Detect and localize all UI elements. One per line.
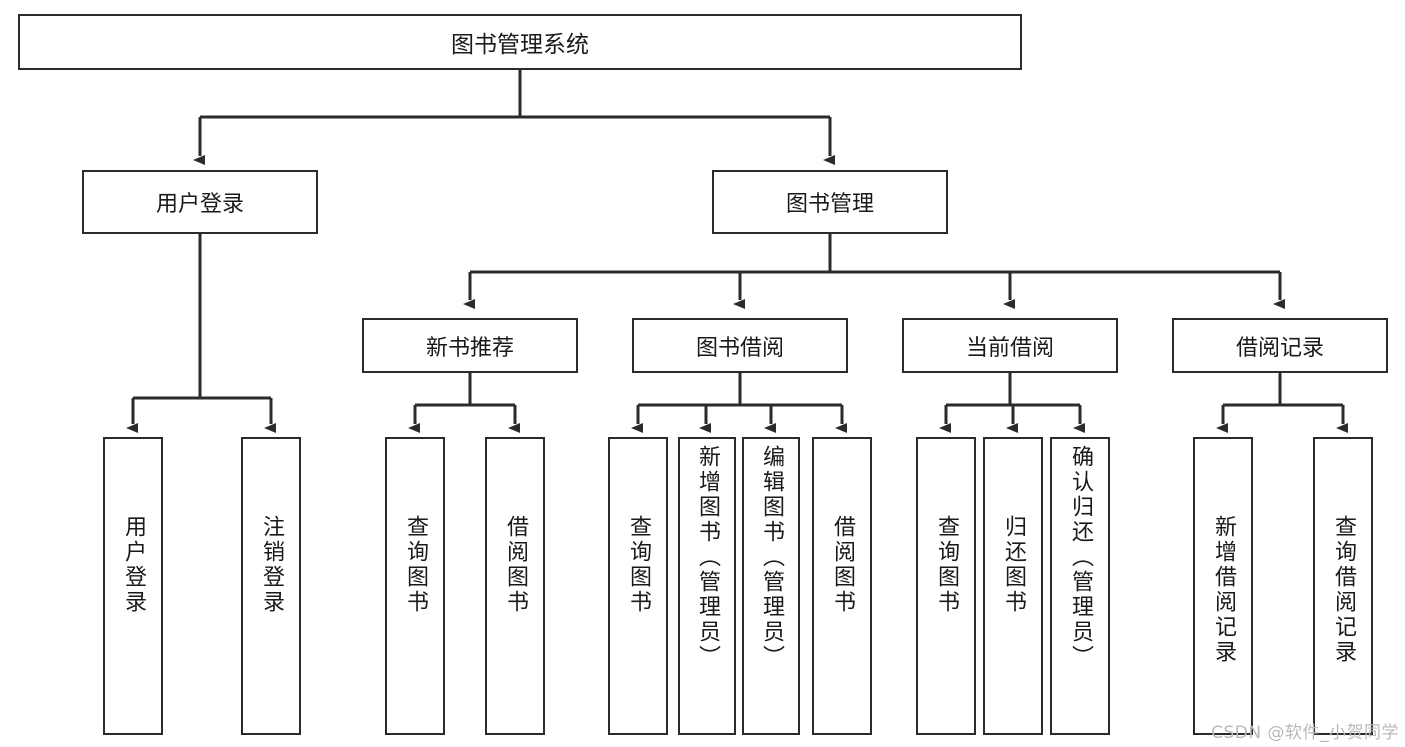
leaf-label: 新增图书（管理员） (695, 445, 720, 670)
csdn-watermark: CSDN @软件_小贺同学 (1211, 723, 1399, 743)
leaf-borrow-query-book[interactable]: 查询图书 (608, 437, 668, 735)
leaf-label: 查询借阅记录 (1331, 515, 1356, 665)
leaf-current-query-book[interactable]: 查询图书 (916, 437, 976, 735)
node-book-management-label: 图书管理 (785, 192, 874, 217)
leaf-label: 查询图书 (403, 515, 428, 615)
leaf-label: 用户登录 (121, 515, 146, 615)
leaf-borrow-edit-book-admin[interactable]: 编辑图书（管理员） (742, 437, 800, 735)
node-new-book-recommend-label: 新书推荐 (425, 335, 514, 361)
node-borrow-record[interactable]: 借阅记录 (1172, 318, 1388, 373)
leaf-label: 查询图书 (626, 515, 651, 615)
leaf-label: 新增借阅记录 (1211, 515, 1236, 665)
leaf-label: 编辑图书（管理员） (759, 445, 784, 670)
node-borrow-record-label: 借阅记录 (1235, 335, 1324, 361)
leaf-label: 借阅图书 (503, 515, 528, 615)
node-current-borrow-label: 当前借阅 (965, 335, 1054, 361)
node-new-book-recommend[interactable]: 新书推荐 (362, 318, 578, 373)
node-book-borrow[interactable]: 图书借阅 (632, 318, 848, 373)
leaf-label: 确认归还（管理员） (1068, 445, 1093, 670)
node-user-login[interactable]: 用户登录 (82, 170, 318, 234)
leaf-borrow-borrow-book[interactable]: 借阅图书 (812, 437, 872, 735)
leaf-user-login-login[interactable]: 用户登录 (103, 437, 163, 735)
leaf-current-confirm-return-admin[interactable]: 确认归还（管理员） (1050, 437, 1110, 735)
leaf-borrow-add-book-admin[interactable]: 新增图书（管理员） (678, 437, 736, 735)
leaf-record-query-record[interactable]: 查询借阅记录 (1313, 437, 1373, 735)
leaf-label: 注销登录 (259, 515, 284, 615)
node-root-system[interactable]: 图书管理系统 (18, 14, 1022, 70)
leaf-label: 归还图书 (1001, 515, 1026, 615)
leaf-label: 借阅图书 (830, 515, 855, 615)
node-root-label: 图书管理系统 (451, 32, 589, 58)
leaf-recommend-query-book[interactable]: 查询图书 (385, 437, 445, 735)
leaf-user-login-logout[interactable]: 注销登录 (241, 437, 301, 735)
node-user-login-label: 用户登录 (155, 192, 244, 217)
leaf-record-add-record[interactable]: 新增借阅记录 (1193, 437, 1253, 735)
leaf-label: 查询图书 (934, 515, 959, 615)
leaf-recommend-borrow-book[interactable]: 借阅图书 (485, 437, 545, 735)
node-book-borrow-label: 图书借阅 (695, 335, 784, 361)
node-current-borrow[interactable]: 当前借阅 (902, 318, 1118, 373)
leaf-current-return-book[interactable]: 归还图书 (983, 437, 1043, 735)
node-book-management[interactable]: 图书管理 (712, 170, 948, 234)
